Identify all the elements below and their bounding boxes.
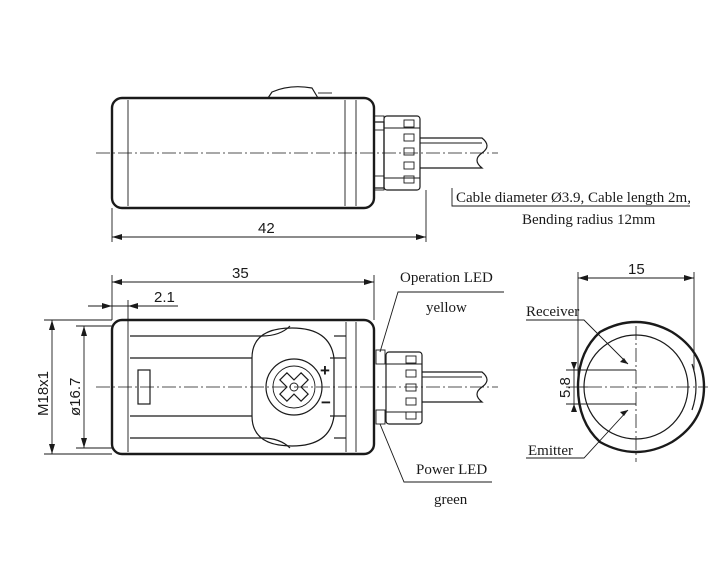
side-view-cable <box>420 137 488 154</box>
cable-callout-line2: Bending radius 12mm <box>522 212 656 228</box>
end-view: 5.8 15 Receiver Emitter <box>526 261 708 462</box>
top-view: + − 35 2.1 <box>35 265 504 508</box>
dimension-label-5-8: 5.8 <box>557 377 574 398</box>
side-view-top-bump <box>267 86 319 99</box>
operation-led <box>375 349 386 365</box>
side-view: Cable diameter Ø3.9, Cable length 2m, Be… <box>96 86 691 242</box>
emitter-label: Emitter <box>528 443 573 459</box>
operation-led-color: yellow <box>426 300 467 316</box>
dimension-label-d16-7: ø16.7 <box>67 378 84 416</box>
dimension-label-35: 35 <box>232 265 249 282</box>
power-led-color: green <box>434 492 468 508</box>
top-view-cable <box>422 371 488 388</box>
dimension-label-15: 15 <box>628 261 645 278</box>
dial-housing <box>251 327 335 447</box>
cable-callout-line1: Cable diameter Ø3.9, Cable length 2m, <box>456 190 691 206</box>
dimension-label-42: 42 <box>258 220 275 237</box>
operation-led-leader <box>379 291 504 353</box>
emitter-leader <box>526 409 629 459</box>
cable-callout-leader <box>451 188 690 207</box>
dimension-label-m18: M18x1 <box>35 371 52 416</box>
power-led-leader <box>379 423 492 483</box>
power-led <box>375 409 386 425</box>
power-led-label: Power LED <box>416 462 487 478</box>
dimension-label-2-1: 2.1 <box>154 289 175 306</box>
operation-led-label: Operation LED <box>400 270 493 286</box>
receiver-leader <box>526 319 629 365</box>
minus-symbol: − <box>321 393 331 412</box>
top-view-connector-nut <box>385 351 423 425</box>
receiver-label: Receiver <box>526 304 579 320</box>
plus-symbol: + <box>320 361 330 380</box>
